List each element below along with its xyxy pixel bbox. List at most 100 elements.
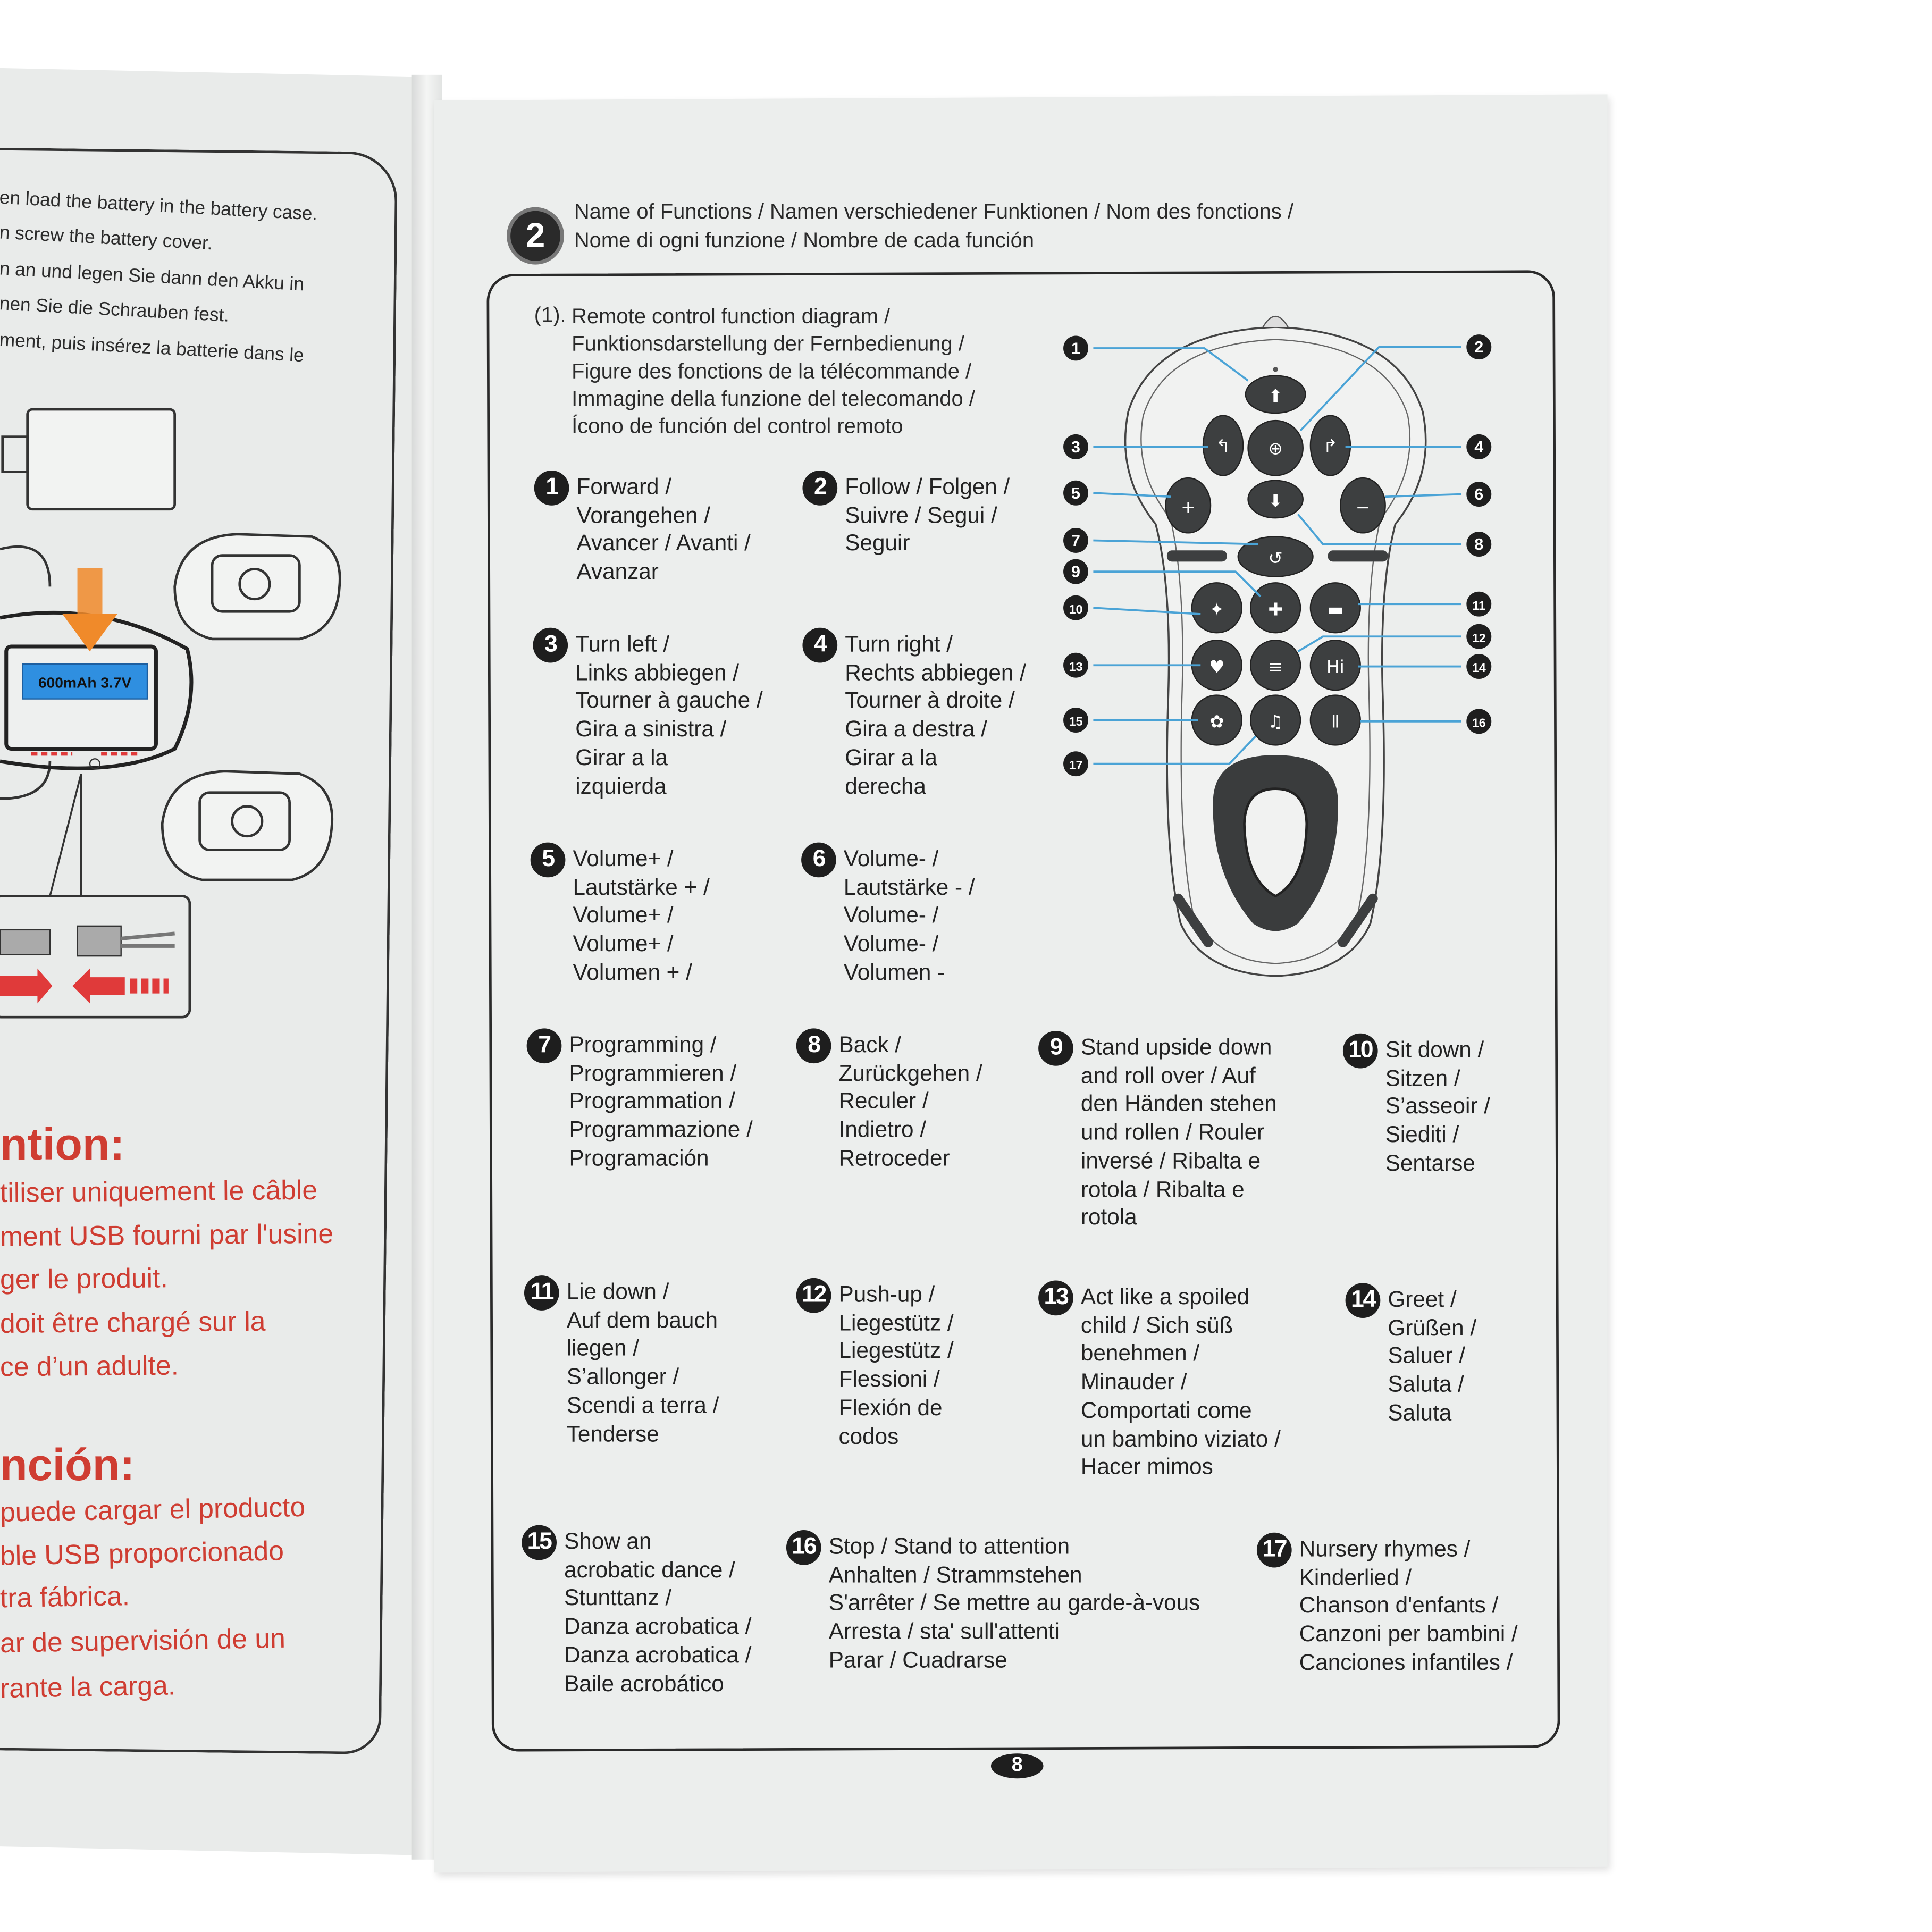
function-label-line: Girar a la: [845, 745, 938, 770]
callout-number: 5: [1071, 484, 1080, 502]
function-label-line: Volume+ /: [573, 903, 674, 928]
attention-fr-line: ment USB fourni par l'usine: [0, 1217, 334, 1252]
function-label-line: rotola: [1080, 1204, 1137, 1230]
function-label: Nursery rhymes /Kinderlied /Chanson d'en…: [1299, 1535, 1518, 1676]
function-number-badge: 9: [1038, 1031, 1073, 1066]
function-label-line: inversé / Ribalta e: [1080, 1148, 1261, 1173]
function-label-line: Liegestütz /: [838, 1338, 954, 1364]
right-side-grip: [1338, 893, 1378, 947]
callout-badge: [1063, 751, 1089, 777]
function-label-line: Lautstärke + /: [573, 874, 710, 900]
function-label-line: Minauder /: [1080, 1369, 1187, 1395]
function-label-line: Programmation /: [569, 1088, 735, 1114]
function-label-line: derecha: [845, 773, 926, 799]
heart-icon: ♥: [1209, 656, 1224, 677]
callout-badge: [1466, 532, 1492, 557]
function-label-line: Gira a sinistra /: [575, 716, 727, 742]
function-label-line: rotola / Ribalta e: [1080, 1176, 1245, 1202]
function-label-line: Sitzen /: [1385, 1065, 1460, 1091]
callout-badge: [1466, 482, 1492, 507]
function-label-line: Volume+ /: [573, 931, 674, 956]
function-label-line: Siediti /: [1385, 1122, 1459, 1147]
function-number-badge: 17: [1256, 1532, 1292, 1568]
callout-badge: [1063, 595, 1089, 620]
forward-button: [1245, 375, 1306, 414]
callout-badge: [1466, 654, 1492, 679]
sit-down-button: [1250, 582, 1301, 634]
callout-badge: [1466, 591, 1492, 617]
lie-down-button: [1309, 582, 1361, 634]
function-label-line: Girar a la: [575, 745, 668, 770]
diagram-prefix: (1).: [534, 303, 566, 327]
back-button: [1247, 480, 1304, 519]
dance-icon: ✿: [1209, 711, 1224, 732]
function-label-line: Indietro /: [838, 1117, 926, 1143]
function-label: Programming /Programmieren /Programmatio…: [569, 1031, 752, 1172]
callout-badge: [1063, 652, 1089, 678]
callout-number: 7: [1071, 532, 1080, 550]
function-label-line: Stunttanz /: [564, 1585, 672, 1611]
back-arrow-icon: ⬇: [1268, 490, 1283, 511]
function-label-line: Retroceder: [838, 1145, 950, 1171]
function-label-line: S’asseoir /: [1385, 1094, 1491, 1119]
programming-icon: ↺: [1268, 548, 1283, 568]
function-label-line: Volumen -: [843, 959, 945, 985]
insert-arrow-shaft: [77, 568, 103, 618]
callout-number: 17: [1069, 758, 1082, 772]
robot-foot-drawing-top: [173, 533, 341, 641]
follow-button: [1247, 419, 1304, 476]
turn-right-button: [1309, 415, 1351, 476]
function-label-line: Zurückgehen /: [838, 1060, 982, 1086]
programming-button: [1237, 536, 1314, 577]
function-label-line: Lie down /: [566, 1279, 669, 1305]
function-label-line: Follow / Folgen /: [845, 474, 1010, 500]
battery-cover-drawing: [26, 408, 176, 511]
function-number-badge: 15: [522, 1525, 557, 1560]
function-label-line: Vorangehen /: [576, 502, 710, 528]
function-label-line: Avanzar: [576, 559, 659, 584]
function-label-line: den Händen stehen: [1080, 1091, 1277, 1116]
grip-pad-inner: [1243, 787, 1308, 898]
battery-label-box: [22, 663, 148, 700]
function-label-line: Reculer /: [838, 1088, 929, 1114]
function-label-line: Canzoni per bambini /: [1299, 1621, 1518, 1647]
function-label-line: Hacer mimos: [1080, 1454, 1213, 1480]
attention-fr-heading: ntion:: [0, 1118, 125, 1170]
attention-es-line: ble USB proporcionado: [0, 1535, 284, 1572]
remote-body-inner-outline: [1140, 339, 1411, 964]
volume-down-icon: −: [1356, 497, 1371, 517]
turn-left-icon: ↰: [1216, 435, 1231, 456]
forward-arrow-icon: ⬆: [1268, 385, 1283, 406]
indicator-led: [1273, 367, 1278, 372]
attention-fr-line: tiliser uniquement le câble: [0, 1174, 318, 1208]
function-label-line: codos: [838, 1423, 899, 1449]
function-number-badge: 14: [1345, 1283, 1381, 1318]
callout-badge: [1466, 434, 1492, 459]
callout-line: [1299, 346, 1461, 432]
function-label-line: Act like a spoiled: [1080, 1284, 1250, 1309]
attention-fr-line: ce d’un adulte.: [0, 1349, 179, 1383]
function-number-badge: 12: [796, 1278, 831, 1313]
function-label-line: benehmen /: [1080, 1341, 1200, 1366]
callout-number: 14: [1472, 661, 1486, 675]
function-number-badge: 3: [533, 627, 568, 663]
function-number-badge: 13: [1038, 1280, 1073, 1316]
turn-right-icon: ↱: [1323, 435, 1338, 456]
function-label-line: Turn left /: [575, 631, 670, 657]
function-label-line: Chanson d'enfants /: [1299, 1593, 1499, 1618]
attention-fr-line: ger le produit.: [0, 1262, 169, 1295]
section-number-badge: 2: [507, 207, 565, 265]
function-label-line: Nursery rhymes /: [1299, 1536, 1471, 1561]
attention-es-line: ar de supervisión de un: [0, 1622, 286, 1659]
function-label: Volume+ /Lautstärke + /Volume+ /Volume+ …: [573, 845, 710, 986]
callout-number: 10: [1069, 602, 1082, 616]
callout-badge: [1063, 480, 1089, 506]
callout-badge: [1063, 708, 1089, 733]
function-label-line: Programmazione /: [569, 1117, 753, 1143]
stop-button: [1309, 694, 1361, 746]
function-label-line: Baile acrobático: [564, 1670, 724, 1696]
